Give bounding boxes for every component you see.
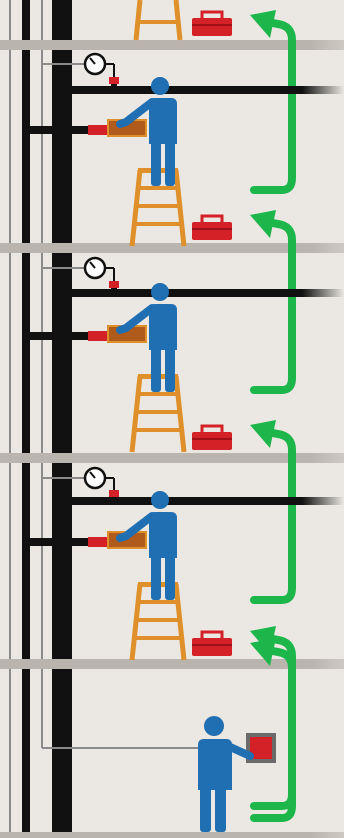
valve-icon xyxy=(109,77,119,90)
floor-slab xyxy=(0,832,344,838)
valve-icon xyxy=(109,490,119,503)
ground-level xyxy=(42,638,296,832)
toolbox-icon xyxy=(190,630,234,658)
up-arrow-icon xyxy=(250,210,292,390)
horizontal-branch-pipe xyxy=(66,497,344,505)
horizontal-branch-pipe xyxy=(66,289,344,297)
pressure-gauge-icon xyxy=(83,466,115,492)
horizontal-branch-pipe xyxy=(30,126,90,134)
valve-icon xyxy=(109,281,119,294)
level-2 xyxy=(30,256,344,600)
level-3 xyxy=(30,466,344,806)
floor-slab xyxy=(0,243,344,253)
up-arrow-icon xyxy=(250,638,296,822)
valve-icon xyxy=(88,125,108,135)
pressure-gauge-icon xyxy=(83,52,115,80)
toolbox-icon xyxy=(190,214,234,242)
up-arrow-icon xyxy=(250,10,292,190)
floor-slab xyxy=(0,453,344,463)
floor-slab xyxy=(0,659,344,669)
toolbox-icon xyxy=(190,424,234,452)
worker-icon xyxy=(198,716,254,832)
toolbox-icon xyxy=(190,10,234,38)
vertical-riser-pipe xyxy=(52,0,72,838)
horizontal-branch-pipe xyxy=(30,332,90,340)
horizontal-branch-pipe xyxy=(66,86,344,94)
valve-icon xyxy=(88,331,108,341)
stepladder-icon xyxy=(133,0,183,41)
pressure-gauge-icon xyxy=(83,256,115,284)
horizontal-branch-pipe xyxy=(30,538,90,546)
floor-slab xyxy=(0,40,344,50)
valve-icon xyxy=(88,537,108,547)
up-arrow-icon xyxy=(250,420,292,600)
vertical-riser-pipe xyxy=(22,0,30,838)
level-1 xyxy=(30,52,344,390)
